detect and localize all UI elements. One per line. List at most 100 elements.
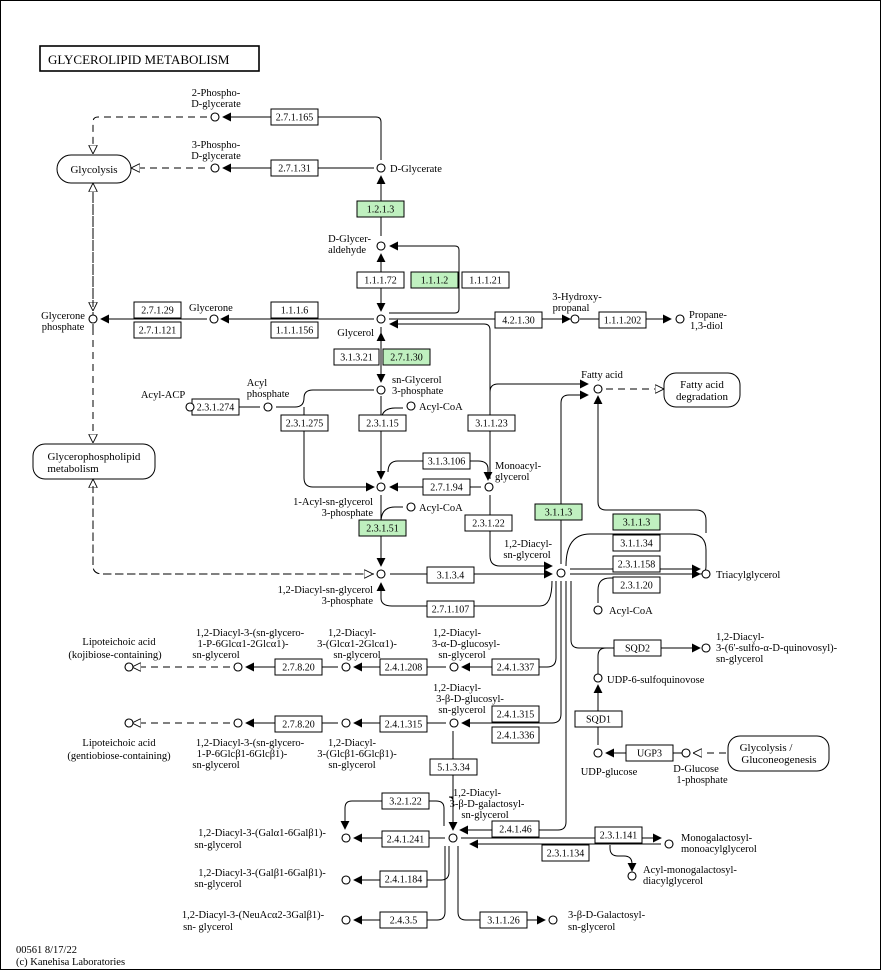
- node-diacyl-glca1-2glca1[interactable]: [341, 662, 351, 672]
- node-diacyl-glcb1-6glcb1[interactable]: [341, 718, 351, 728]
- enzyme-box-e4-2-1-30[interactable]: 4.2.1.30: [494, 311, 543, 329]
- node-diacyl-b-galactosyl[interactable]: [448, 833, 458, 843]
- enzyme-box-e3-1-1-26[interactable]: 3.1.1.26: [479, 911, 528, 929]
- node-sn-glycerol-3-phosphate[interactable]: [376, 385, 386, 395]
- enzyme-box-e2-4-1-208[interactable]: 2.4.1.208: [379, 658, 428, 676]
- node-acyl-coa-2[interactable]: [406, 502, 416, 512]
- enzyme-box-e1-2-1-3[interactable]: 1.2.1.3: [356, 200, 405, 218]
- enzyme-box-e2-3-1-22[interactable]: 2.3.1.22: [464, 514, 513, 532]
- enzyme-box-e2-7-1-94[interactable]: 2.7.1.94: [422, 478, 471, 496]
- label-diacyl-sn-glycerol-b: sn-glycerol: [503, 550, 550, 561]
- enzyme-box-e3-1-1-34[interactable]: 3.1.1.34: [612, 534, 661, 552]
- node-acyl-phosphate[interactable]: [263, 402, 273, 412]
- enzyme-box-e2-3-1-134[interactable]: 2.3.1.134: [541, 844, 590, 862]
- enzyme-box-e1-1-1-156[interactable]: 1.1.1.156: [270, 321, 319, 339]
- enzyme-box-e2-7-8-20-b[interactable]: 2.7.8.20: [274, 715, 323, 733]
- node-diacyl-galb1-6galb1[interactable]: [341, 875, 351, 885]
- node-3-hydroxypropanal[interactable]: [570, 314, 580, 324]
- enzyme-label: 1.1.1.21: [469, 276, 502, 287]
- map-link-fatty-acid-degradation[interactable]: Fatty acid degradation: [663, 372, 741, 408]
- enzyme-box-e1-1-1-72[interactable]: 1.1.1.72: [356, 271, 405, 289]
- enzyme-box-e2-4-1-46[interactable]: 2.4.1.46: [491, 820, 540, 838]
- node-lipoteichoic-kojibiose[interactable]: [124, 662, 134, 672]
- enzyme-box-e1-1-1-2[interactable]: 1.1.1.2: [410, 271, 459, 289]
- node-acyl-acp[interactable]: [185, 402, 195, 412]
- enzyme-box-e2-3-1-51[interactable]: 2.3.1.51: [358, 519, 407, 537]
- enzyme-box-e2-7-8-20-a[interactable]: 2.7.8.20: [274, 658, 323, 676]
- node-propane-1-3-diol[interactable]: [675, 314, 685, 324]
- node-udp-glucose[interactable]: [593, 748, 603, 758]
- enzyme-box-SQD1[interactable]: SQD1: [574, 710, 623, 728]
- node-diacyl-glycero-p-koji[interactable]: [233, 662, 243, 672]
- enzyme-box-e2-7-1-31[interactable]: 2.7.1.31: [270, 159, 319, 177]
- enzyme-box-e2-7-1-107[interactable]: 2.7.1.107: [426, 600, 475, 618]
- enzyme-box-e3-1-3-4[interactable]: 3.1.3.4: [426, 566, 475, 584]
- node-b-galactosyl-sn[interactable]: [548, 915, 558, 925]
- enzyme-box-e2-4-1-241[interactable]: 2.4.1.241: [381, 830, 430, 848]
- enzyme-box-e2-7-1-29[interactable]: 2.7.1.29: [133, 301, 182, 319]
- node-d-glycerate[interactable]: [376, 163, 386, 173]
- node-diacyl-b-glucosyl[interactable]: [449, 718, 459, 728]
- node-monogalactosyl[interactable]: [664, 839, 674, 849]
- node-1-2-diacyl-sn-glycerol-3-phosphate[interactable]: [376, 569, 386, 579]
- node-fatty-acid[interactable]: [593, 384, 603, 394]
- node-glycerone-phosphate[interactable]: [88, 314, 98, 324]
- enzyme-label: 2.4.1.337: [497, 663, 535, 674]
- enzyme-box-e2-3-1-141[interactable]: 2.3.1.141: [594, 826, 643, 844]
- enzyme-box-frame: [379, 911, 428, 929]
- enzyme-box-frame: [356, 271, 405, 289]
- node-acyl-coa-3[interactable]: [593, 605, 603, 615]
- node-udp-sulfoquinovose[interactable]: [593, 673, 603, 683]
- enzyme-box-e3-1-3-106[interactable]: 3.1.3.106: [422, 452, 471, 470]
- node-glycerol[interactable]: [376, 314, 386, 324]
- enzyme-box-e3-2-1-22[interactable]: 3.2.1.22: [381, 792, 430, 810]
- label-diacyl-glca-b: 3-(Glcα1-2Glcα1)-: [317, 639, 397, 650]
- enzyme-box-e2-7-1-121[interactable]: 2.7.1.121: [133, 321, 182, 339]
- node-3-phospho-d-glycerate[interactable]: [210, 163, 220, 173]
- node-d-glucose-1-phosphate[interactable]: [681, 748, 691, 758]
- node-1-2-diacyl-sn-glycerol[interactable]: [556, 568, 566, 578]
- node-d-glyceraldehyde[interactable]: [376, 241, 386, 251]
- enzyme-box-e2-7-1-165[interactable]: 2.7.1.165: [270, 108, 319, 126]
- map-link-glycolysis[interactable]: Glycolysis: [56, 154, 132, 184]
- node-lipoteichoic-gentiobiose[interactable]: [124, 718, 134, 728]
- enzyme-box-e2-4-1-315-a[interactable]: 2.4.1.315: [491, 705, 540, 723]
- enzyme-box-e2-4-3-5[interactable]: 2.4.3.5: [379, 911, 428, 929]
- enzyme-box-e2-3-1-274[interactable]: 2.3.1.274: [191, 398, 240, 416]
- enzyme-box-e2-4-1-315-b[interactable]: 2.4.1.315: [379, 715, 428, 733]
- node-diacyl-a-glucosyl[interactable]: [449, 662, 459, 672]
- node-diacyl-neuac[interactable]: [341, 915, 351, 925]
- enzyme-box-e2-4-1-337[interactable]: 2.4.1.337: [491, 658, 540, 676]
- enzyme-box-e1-1-1-202[interactable]: 1.1.1.202: [598, 311, 647, 329]
- enzyme-box-e2-4-1-184[interactable]: 2.4.1.184: [379, 870, 428, 888]
- node-2-phospho-d-glycerate[interactable]: [210, 112, 220, 122]
- enzyme-box-e2-3-1-275[interactable]: 2.3.1.275: [280, 414, 329, 432]
- enzyme-box-e2-3-1-158[interactable]: 2.3.1.158: [612, 555, 661, 573]
- node-glycerone[interactable]: [209, 314, 219, 324]
- map-link-glycolysis-gluconeogenesis[interactable]: Glycolysis / Gluconeogenesis: [727, 735, 830, 772]
- enzyme-box-UGP3[interactable]: UGP3: [625, 744, 674, 762]
- node-monoacylglycerol[interactable]: [484, 482, 494, 492]
- node-acyl-monogalactosyl[interactable]: [627, 871, 637, 881]
- label-sulfoquinovosyl-c: sn-glycerol: [716, 654, 763, 665]
- enzyme-box-e2-3-1-15[interactable]: 2.3.1.15: [358, 414, 407, 432]
- map-link-glycerophospholipid-metabolism[interactable]: Glycerophospholipid metabolism: [32, 443, 156, 480]
- enzyme-box-e3-1-1-3-a[interactable]: 3.1.1.3: [534, 503, 583, 521]
- enzyme-box-e1-1-1-6[interactable]: 1.1.1.6: [270, 301, 319, 319]
- enzyme-box-e2-7-1-30[interactable]: 2.7.1.30: [382, 348, 431, 366]
- enzyme-box-e5-1-3-34[interactable]: 5.1.3.34: [429, 758, 478, 776]
- label-sn-glycerol-3p: sn-Glycerol: [392, 375, 442, 386]
- node-diacyl-gala1-6galb1[interactable]: [341, 833, 351, 843]
- enzyme-box-e3-1-1-3-b[interactable]: 3.1.1.3: [612, 513, 661, 531]
- node-sulfoquinovosyl[interactable]: [701, 643, 711, 653]
- enzyme-box-e3-1-3-21[interactable]: 3.1.3.21: [333, 348, 380, 366]
- enzyme-box-e3-1-1-23[interactable]: 3.1.1.23: [467, 414, 516, 432]
- node-acyl-coa-1[interactable]: [406, 401, 416, 411]
- enzyme-box-e1-1-1-21[interactable]: 1.1.1.21: [461, 271, 510, 289]
- enzyme-box-e2-3-1-20[interactable]: 2.3.1.20: [612, 576, 661, 594]
- node-diacyl-glycero-p-gentio[interactable]: [233, 718, 243, 728]
- node-1-acyl-sn-glycerol-3-phosphate[interactable]: [376, 482, 386, 492]
- enzyme-box-SQD2[interactable]: SQD2: [613, 639, 662, 657]
- enzyme-box-e2-4-1-336[interactable]: 2.4.1.336: [491, 726, 540, 744]
- node-triacylglycerol[interactable]: [701, 569, 711, 579]
